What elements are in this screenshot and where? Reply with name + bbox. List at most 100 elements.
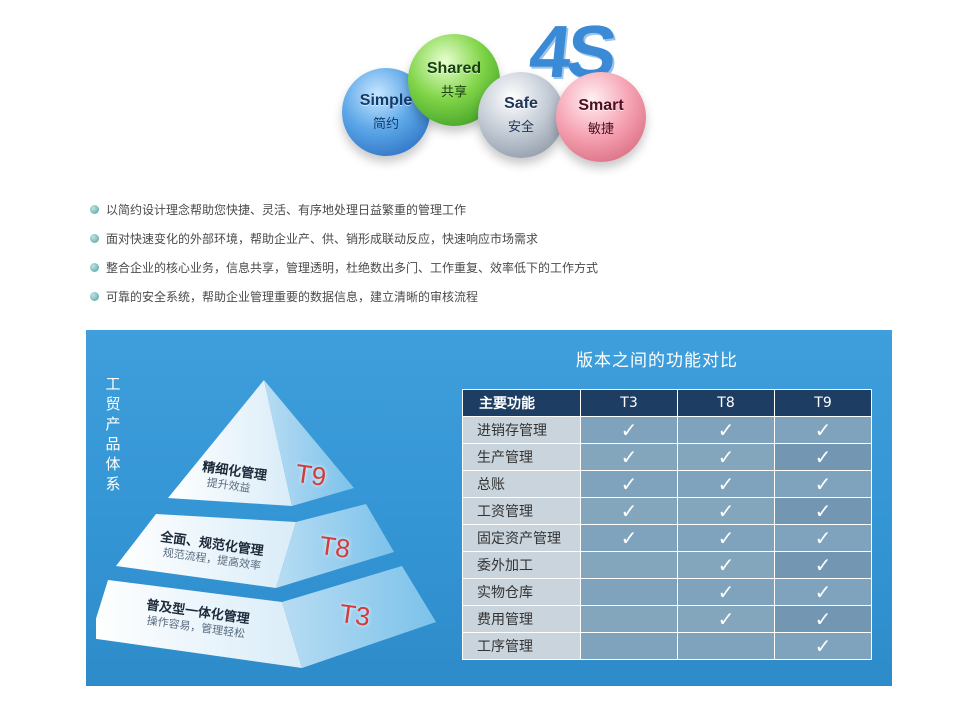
- four-s-banner: 4S Simple 简约 Shared 共享 Safe 安全 Smart 敏捷: [330, 10, 660, 170]
- list-item-text: 可靠的安全系统，帮助企业管理重要的数据信息，建立清晰的审核流程: [106, 290, 479, 304]
- support-cell-t3: [580, 632, 678, 660]
- support-cell-t9: ✓: [774, 443, 872, 471]
- tier-code-t9: T9: [293, 458, 329, 492]
- checkmark-icon: ✓: [717, 445, 735, 469]
- support-cell-t9: ✓: [774, 416, 872, 444]
- support-cell-t8: [677, 632, 775, 660]
- support-cell-t8: ✓: [677, 551, 775, 579]
- checkmark-icon: ✓: [620, 526, 638, 550]
- list-item-text: 以简约设计理念帮助您快捷、灵活、有序地处理日益繁重的管理工作: [106, 203, 467, 217]
- checkmark-icon: ✓: [814, 607, 832, 631]
- bullet-dot-icon: [90, 205, 99, 214]
- table-row: 进销存管理 ✓ ✓ ✓: [462, 416, 872, 444]
- support-cell-t8: ✓: [677, 524, 775, 552]
- function-name-cell: 工序管理: [462, 632, 581, 660]
- table-row: 实物仓库 ✓ ✓: [462, 578, 872, 606]
- bullet-dot-icon: [90, 263, 99, 272]
- table-header-row: 主要功能 T3 T8 T9: [462, 389, 872, 417]
- smart-ball: Smart 敏捷: [556, 72, 646, 162]
- list-item: 以简约设计理念帮助您快捷、灵活、有序地处理日益繁重的管理工作: [90, 202, 710, 231]
- table-row: 工序管理 ✓: [462, 632, 872, 660]
- bullet-dot-icon: [90, 234, 99, 243]
- product-comparison-panel: 工贸产品体系 精细化管理 提升效益: [86, 330, 892, 686]
- support-cell-t8: ✓: [677, 497, 775, 525]
- support-cell-t9: ✓: [774, 497, 872, 525]
- ball-label-en: Simple: [359, 92, 413, 110]
- checkmark-icon: ✓: [717, 472, 735, 496]
- ball-label-en: Smart: [578, 97, 624, 115]
- support-cell-t3: [580, 578, 678, 606]
- table-row: 委外加工 ✓ ✓: [462, 551, 872, 579]
- product-pyramid: 精细化管理 提升效益 T9 全面、规范化管理 规范流程，提高效率 T8 普及型一…: [90, 376, 456, 676]
- checkmark-icon: ✓: [620, 418, 638, 442]
- checkmark-icon: ✓: [814, 634, 832, 658]
- table-row: 总账✓✓✓: [462, 470, 872, 498]
- checkmark-icon: ✓: [717, 553, 735, 577]
- version-comparison-table: 主要功能 T3 T8 T9 进销存管理✓✓✓生产管理✓✓✓总账✓✓✓工资管理✓✓…: [462, 389, 872, 660]
- table-row: 工资管理 ✓ ✓ ✓: [462, 497, 872, 525]
- support-cell-t8: ✓: [677, 416, 775, 444]
- checkmark-icon: ✓: [717, 580, 735, 604]
- bullet-dot-icon: [90, 292, 99, 301]
- table-row: 固定资产管理 ✓ ✓ ✓: [462, 524, 872, 552]
- support-cell-t9: ✓: [774, 605, 872, 633]
- pyramid-graphic: [90, 380, 436, 668]
- support-cell-t9: ✓: [774, 470, 872, 498]
- function-name-cell: 固定资产管理: [462, 524, 581, 552]
- function-name-cell: 总账: [462, 470, 581, 498]
- function-name-cell: 生产管理: [462, 443, 581, 471]
- column-header-t3: T3: [580, 389, 678, 417]
- safe-ball: Safe 安全: [478, 72, 564, 158]
- checkmark-icon: ✓: [814, 445, 832, 469]
- support-cell-t9: ✓: [774, 632, 872, 660]
- checkmark-icon: ✓: [717, 607, 735, 631]
- comparison-table-body: 进销存管理✓✓✓生产管理✓✓✓总账✓✓✓工资管理✓✓✓固定资产管理✓✓✓委外加工…: [462, 416, 872, 660]
- checkmark-icon: ✓: [814, 499, 832, 523]
- checkmark-icon: ✓: [717, 418, 735, 442]
- function-name-cell: 费用管理: [462, 605, 581, 633]
- feature-list: 以简约设计理念帮助您快捷、灵活、有序地处理日益繁重的管理工作 面对快速变化的外部…: [90, 202, 710, 318]
- comparison-title: 版本之间的功能对比: [576, 351, 738, 371]
- support-cell-t3: [580, 551, 678, 579]
- support-cell-t3: ✓: [580, 470, 678, 498]
- function-name-cell: 实物仓库: [462, 578, 581, 606]
- support-cell-t8: ✓: [677, 578, 775, 606]
- table-row: 生产管理 ✓ ✓ ✓: [462, 443, 872, 471]
- checkmark-icon: ✓: [717, 526, 735, 550]
- pyramid-tier-middle-right: [276, 504, 394, 588]
- tier-code-t8: T8: [317, 530, 353, 564]
- ball-label-zh: 敏捷: [587, 121, 614, 137]
- list-item-text: 面对快速变化的外部环境，帮助企业产、供、销形成联动反应，快速响应市场需求: [106, 232, 539, 246]
- support-cell-t3: ✓: [580, 416, 678, 444]
- support-cell-t3: [580, 605, 678, 633]
- function-name-cell: 委外加工: [462, 551, 581, 579]
- ball-label-zh: 简约: [372, 116, 399, 132]
- list-item: 整合企业的核心业务，信息共享，管理透明，杜绝数出多门、工作重复、效率低下的工作方…: [90, 260, 710, 289]
- ball-label-en: Shared: [426, 60, 482, 78]
- support-cell-t9: ✓: [774, 524, 872, 552]
- pyramid-tier-top-right: [264, 380, 354, 506]
- column-header-t8: T8: [677, 389, 775, 417]
- column-header-t9: T9: [774, 389, 872, 417]
- support-cell-t8: ✓: [677, 605, 775, 633]
- checkmark-icon: ✓: [620, 499, 638, 523]
- pyramid-tier-top-left: [168, 380, 292, 506]
- support-cell-t3: ✓: [580, 443, 678, 471]
- support-cell-t9: ✓: [774, 578, 872, 606]
- checkmark-icon: ✓: [814, 553, 832, 577]
- function-name-cell: 进销存管理: [462, 416, 581, 444]
- ball-label-zh: 共享: [440, 84, 467, 100]
- pyramid-tier-bottom-left: [90, 580, 302, 668]
- tier-code-t3: T3: [337, 598, 373, 632]
- ball-label-en: Safe: [504, 95, 538, 113]
- ball-label-zh: 安全: [507, 119, 534, 135]
- checkmark-icon: ✓: [814, 526, 832, 550]
- checkmark-icon: ✓: [620, 445, 638, 469]
- checkmark-icon: ✓: [717, 499, 735, 523]
- support-cell-t8: ✓: [677, 470, 775, 498]
- function-name-cell: 工资管理: [462, 497, 581, 525]
- checkmark-icon: ✓: [814, 418, 832, 442]
- pyramid-tier-bottom-right: [282, 566, 436, 668]
- list-item: 面对快速变化的外部环境，帮助企业产、供、销形成联动反应，快速响应市场需求: [90, 231, 710, 260]
- table-row: 费用管理 ✓ ✓: [462, 605, 872, 633]
